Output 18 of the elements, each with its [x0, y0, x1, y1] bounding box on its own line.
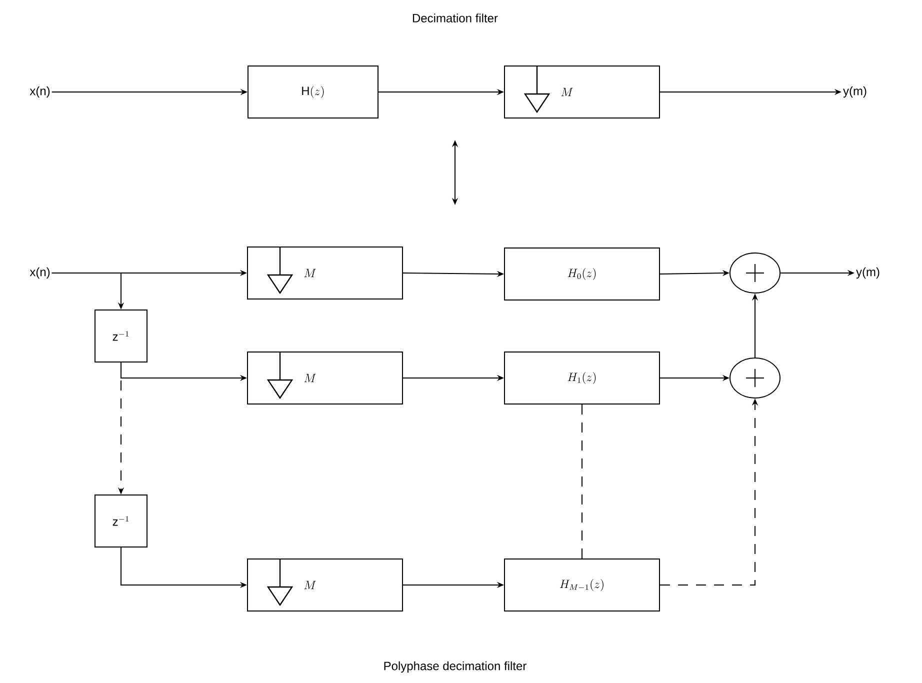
title: Decimation filter: [412, 14, 498, 22]
downsampler-box: $M$: [247, 558, 403, 612]
filter-box: $H_{M-1}(z)$: [504, 558, 660, 612]
downsampler-box: $M$: [504, 65, 660, 118]
signal-label: y(m): [843, 86, 866, 98]
downsampler-box: $M$: [247, 351, 403, 404]
signal-label: x(n): [30, 267, 50, 279]
delay-box: $\mathrm{z}^{-1}$: [94, 310, 148, 362]
signal-label: x(n): [30, 86, 50, 98]
filter-box: $\mathrm{H}(z)$: [248, 66, 378, 118]
signal-label: y(m): [856, 267, 880, 279]
filter-box: $H_1(z)$: [504, 352, 660, 404]
delay-box: $\mathrm{z}^{-1}$: [94, 494, 148, 548]
filter-box: $H_0(z)$: [504, 248, 660, 300]
downsampler-box: $M$: [247, 246, 403, 300]
adder-circle: [730, 252, 780, 294]
caption: Polyphase decimation filter: [384, 661, 526, 673]
adder-circle: [730, 358, 780, 398]
